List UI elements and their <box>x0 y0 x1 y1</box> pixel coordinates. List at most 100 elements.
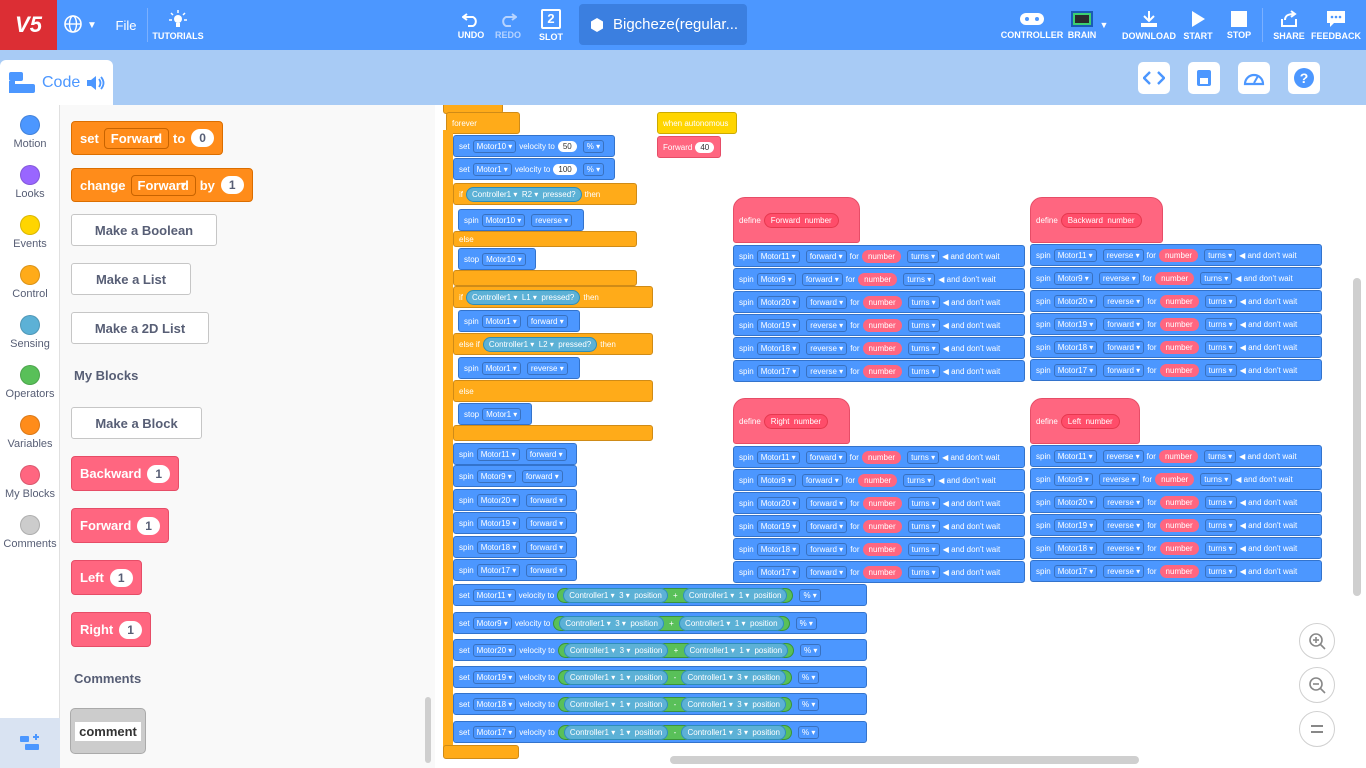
set-velocity-block[interactable]: set Motor20 ▾ velocity to Controller1 ▾ … <box>453 639 867 661</box>
category-variables[interactable]: Variables <box>0 415 60 450</box>
spin-for-block[interactable]: spin Motor17 ▾ reverse ▾ for number turn… <box>1030 560 1322 582</box>
spin-for-block[interactable]: spin Motor9 ▾ reverse ▾ for number turns… <box>1030 468 1322 490</box>
set-velocity-block[interactable]: set Motor1 ▾ velocity to 100 % ▾ <box>453 158 615 180</box>
make-list-button[interactable]: Make a List <box>71 263 191 295</box>
if-block[interactable]: if Controller1 ▾ R2 ▾ pressed? then <box>453 183 637 205</box>
tutorials-button[interactable]: TUTORIALS <box>152 0 204 50</box>
else-label[interactable]: else <box>453 380 653 402</box>
spin-for-block[interactable]: spin Motor11 ▾ forward ▾ for number turn… <box>733 245 1025 267</box>
set-velocity-block[interactable]: set Motor18 ▾ velocity to Controller1 ▾ … <box>453 693 867 715</box>
spin-block[interactable]: spin Motor1 ▾ forward ▾ <box>458 310 580 332</box>
spin-for-block[interactable]: spin Motor20 ▾ reverse ▾ for number turn… <box>1030 290 1322 312</box>
forever-end[interactable] <box>443 745 519 759</box>
download-button[interactable]: DOWNLOAD <box>1122 0 1176 50</box>
make-block-button[interactable]: Make a Block <box>71 407 202 439</box>
workspace-vertical-scrollbar[interactable] <box>1353 278 1361 596</box>
brain-dropdown[interactable]: ▼ <box>1097 0 1111 50</box>
if-block[interactable]: if Controller1 ▾ L1 ▾ pressed? then <box>453 286 653 308</box>
spin-for-block[interactable]: spin Motor18 ▾ reverse ▾ for number turn… <box>733 337 1025 359</box>
when-autonomous-hat[interactable]: when autonomous <box>657 112 737 134</box>
spin-for-block[interactable]: spin Motor18 ▾ forward ▾ for number turn… <box>1030 336 1322 358</box>
slot-button[interactable]: 2 SLOT <box>535 0 567 50</box>
start-button[interactable]: START <box>1183 0 1213 50</box>
spin-block[interactable]: spin Motor17 ▾ forward ▾ <box>453 559 577 581</box>
share-button[interactable]: SHARE <box>1273 0 1305 50</box>
category-operators[interactable]: Operators <box>0 365 60 400</box>
workspace-horizontal-scrollbar[interactable] <box>670 756 1139 764</box>
value-input[interactable]: 1 <box>220 176 244 194</box>
category-comments[interactable]: Comments <box>0 515 60 550</box>
feedback-button[interactable]: FEEDBACK <box>1311 0 1361 50</box>
set-variable-block[interactable]: set Forward▼ to 0 <box>71 121 223 155</box>
tab-code[interactable]: Code <box>0 60 113 105</box>
forward-call-block[interactable]: Forward 40 <box>657 136 721 158</box>
undo-button[interactable]: UNDO <box>455 0 487 50</box>
stop-button[interactable]: STOP <box>1225 0 1253 50</box>
spin-for-block[interactable]: spin Motor19 ▾ forward ▾ for number turn… <box>1030 313 1322 335</box>
spin-for-block[interactable]: spin Motor20 ▾ forward ▾ for number turn… <box>733 492 1025 514</box>
spin-for-block[interactable]: spin Motor18 ▾ reverse ▾ for number turn… <box>1030 537 1322 559</box>
category-my-blocks[interactable]: My Blocks <box>0 465 60 500</box>
if-end[interactable] <box>453 270 637 286</box>
code-viewer-button[interactable] <box>1138 62 1170 94</box>
device-info-button[interactable] <box>1188 62 1220 94</box>
spin-for-block[interactable]: spin Motor17 ▾ forward ▾ for number turn… <box>733 561 1025 583</box>
language-menu[interactable]: ▼ <box>62 0 98 50</box>
comment-block[interactable]: comment <box>70 708 146 754</box>
set-velocity-block[interactable]: set Motor9 ▾ velocity to Controller1 ▾ 3… <box>453 612 867 634</box>
spin-block[interactable]: spin Motor18 ▾ forward ▾ <box>453 536 577 558</box>
zoom-in-button[interactable] <box>1299 623 1335 659</box>
zoom-out-button[interactable] <box>1299 667 1335 703</box>
spin-for-block[interactable]: spin Motor19 ▾ reverse ▾ for number turn… <box>733 314 1025 336</box>
spin-for-block[interactable]: spin Motor20 ▾ forward ▾ for number turn… <box>733 291 1025 313</box>
set-velocity-block[interactable]: set Motor17 ▾ velocity to Controller1 ▾ … <box>453 721 867 743</box>
spin-for-block[interactable]: spin Motor19 ▾ reverse ▾ for number turn… <box>1030 514 1322 536</box>
controller-button[interactable]: CONTROLLER <box>1001 0 1063 50</box>
make-boolean-button[interactable]: Make a Boolean <box>71 214 217 246</box>
make-2d-list-button[interactable]: Make a 2D List <box>71 312 209 344</box>
value-input[interactable]: 0 <box>191 129 214 147</box>
spin-for-block[interactable]: spin Motor17 ▾ reverse ▾ for number turn… <box>733 360 1025 382</box>
spin-block[interactable]: spin Motor20 ▾ forward ▾ <box>453 489 577 511</box>
category-control[interactable]: Control <box>0 265 60 300</box>
extensions-button[interactable] <box>0 718 60 768</box>
spin-for-block[interactable]: spin Motor19 ▾ forward ▾ for number turn… <box>733 515 1025 537</box>
spin-for-block[interactable]: spin Motor11 ▾ reverse ▾ for number turn… <box>1030 244 1322 266</box>
set-velocity-block[interactable]: set Motor10 ▾ velocity to 50 % ▾ <box>453 135 615 157</box>
spin-block[interactable]: spin Motor11 ▾ forward ▾ <box>453 443 577 465</box>
spin-for-block[interactable]: spin Motor20 ▾ reverse ▾ for number turn… <box>1030 491 1322 513</box>
spin-block[interactable]: spin Motor1 ▾ reverse ▾ <box>458 357 580 379</box>
brain-button[interactable]: BRAIN <box>1065 0 1099 50</box>
define-backward-block[interactable]: define Backward number <box>1030 197 1163 243</box>
dashboard-button[interactable] <box>1238 62 1270 94</box>
spin-for-block[interactable]: spin Motor11 ▾ forward ▾ for number turn… <box>733 446 1025 468</box>
stop-block[interactable]: stop Motor10 ▾ <box>458 248 536 270</box>
spin-for-block[interactable]: spin Motor9 ▾ forward ▾ for number turns… <box>733 469 1025 491</box>
palette-scrollbar[interactable] <box>425 697 431 763</box>
spin-block[interactable]: spin Motor10 ▾ reverse ▾ <box>458 209 584 231</box>
spin-for-block[interactable]: spin Motor17 ▾ forward ▾ for number turn… <box>1030 359 1322 381</box>
set-velocity-block[interactable]: set Motor19 ▾ velocity to Controller1 ▾ … <box>453 666 867 688</box>
set-velocity-block[interactable]: set Motor11 ▾ velocity to Controller1 ▾ … <box>453 584 867 606</box>
category-looks[interactable]: Looks <box>0 165 60 200</box>
else-label[interactable]: else <box>453 231 637 247</box>
spin-block[interactable]: spin Motor9 ▾ forward ▾ <box>453 465 577 487</box>
spin-for-block[interactable]: spin Motor9 ▾ forward ▾ for number turns… <box>733 268 1025 290</box>
spin-for-block[interactable]: spin Motor9 ▾ reverse ▾ for number turns… <box>1030 267 1322 289</box>
define-left-block[interactable]: define Left number <box>1030 398 1140 444</box>
spin-for-block[interactable]: spin Motor11 ▾ reverse ▾ for number turn… <box>1030 445 1322 467</box>
else-if-block[interactable]: else if Controller1 ▾ L2 ▾ pressed? then <box>453 333 653 355</box>
zoom-reset-button[interactable] <box>1299 711 1335 747</box>
variable-dropdown[interactable]: Forward <box>103 127 170 149</box>
category-motion[interactable]: Motion <box>0 115 60 150</box>
help-button[interactable]: ? <box>1288 62 1320 94</box>
category-events[interactable]: Events <box>0 215 60 250</box>
file-menu[interactable]: File <box>115 17 137 33</box>
define-right-block[interactable]: define Right number <box>733 398 850 444</box>
spin-for-block[interactable]: spin Motor18 ▾ forward ▾ for number turn… <box>733 538 1025 560</box>
project-name-field[interactable]: Bigcheze(regular... <box>579 4 747 45</box>
if-end[interactable] <box>453 425 653 441</box>
